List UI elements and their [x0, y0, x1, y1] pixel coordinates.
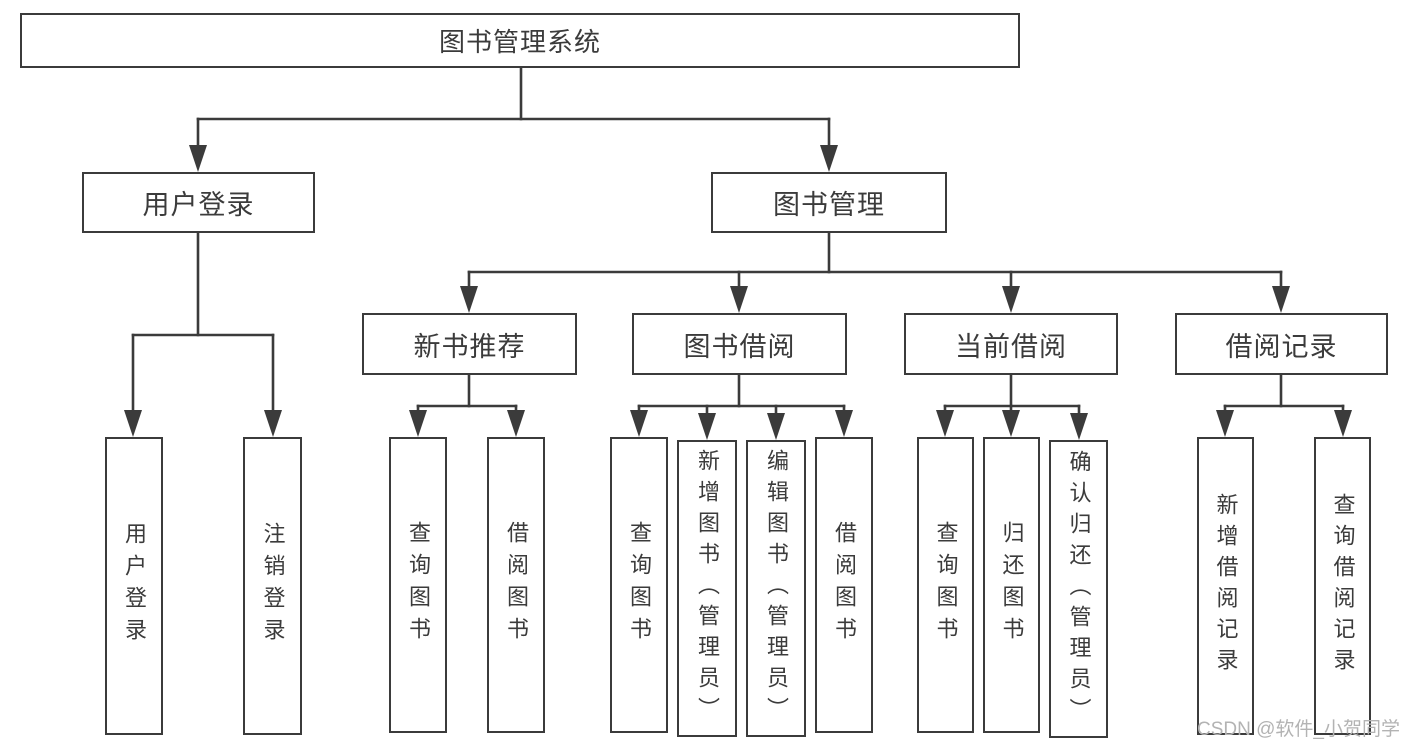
connector-root-to-level2 [189, 66, 838, 172]
node-leaf-borrowing-add-books-admin: 新增图书（管理员） [677, 440, 737, 737]
connector-user-login-children [124, 231, 282, 437]
connector-borrowing-records-children [1216, 373, 1352, 437]
node-root-library-management-system: 图书管理系统 [20, 13, 1020, 68]
node-leaf-records-query-record: 查询借阅记录 [1314, 437, 1371, 735]
connector-book-borrowing-children [630, 373, 853, 440]
node-leaf-borrowing-query-books: 查询图书 [610, 437, 668, 733]
node-leaf-recommend-query-books: 查询图书 [389, 437, 447, 733]
node-leaf-current-return-books: 归还图书 [983, 437, 1040, 733]
node-current-borrowing: 当前借阅 [904, 313, 1118, 375]
node-leaf-records-add-record: 新增借阅记录 [1197, 437, 1254, 735]
node-user-login: 用户登录 [82, 172, 315, 233]
node-leaf-logout: 注销登录 [243, 437, 302, 735]
node-leaf-current-confirm-return-admin: 确认归还（管理员） [1049, 440, 1108, 738]
connector-new-book-recommend-children [409, 373, 525, 437]
node-leaf-borrowing-edit-books-admin: 编辑图书（管理员） [746, 440, 806, 737]
node-leaf-current-query-books: 查询图书 [917, 437, 974, 733]
node-leaf-borrowing-borrow-books: 借阅图书 [815, 437, 873, 733]
node-borrowing-records: 借阅记录 [1175, 313, 1388, 375]
node-new-book-recommend: 新书推荐 [362, 313, 577, 375]
connector-current-borrowing-children [936, 373, 1088, 440]
node-leaf-user-login: 用户登录 [105, 437, 163, 735]
node-book-borrowing: 图书借阅 [632, 313, 847, 375]
node-book-management: 图书管理 [711, 172, 947, 233]
connector-book-management-children [460, 231, 1290, 313]
csdn-watermark: CSDN @软件_小贺同学 [1197, 719, 1400, 740]
node-leaf-recommend-borrow-books: 借阅图书 [487, 437, 545, 733]
